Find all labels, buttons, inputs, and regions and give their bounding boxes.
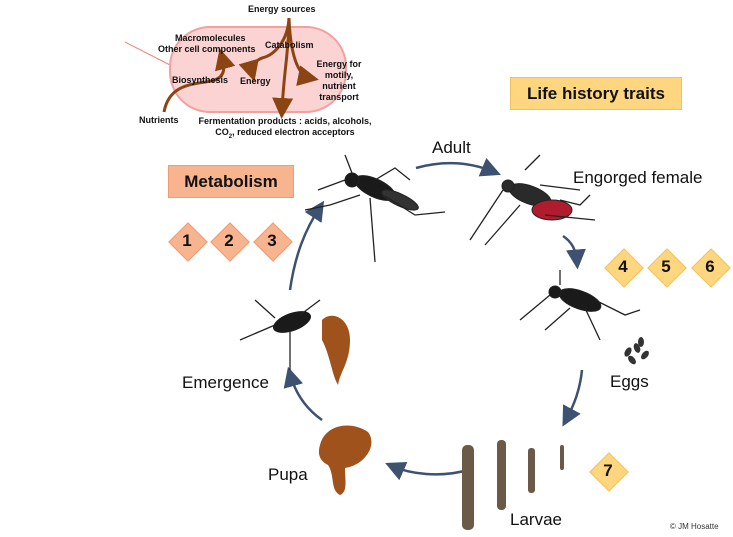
- energy-motility-line: motily,: [324, 70, 354, 80]
- pupa-label: Pupa: [268, 465, 308, 484]
- copyright-credit: © JM Hosatte: [670, 522, 719, 531]
- trait-marker-6: 6: [691, 248, 731, 288]
- ovipositing-mosquito-image: [519, 270, 641, 341]
- fermentation-line: CO2, reduced electron acceptors: [195, 127, 375, 143]
- eggs-label: Eggs: [610, 372, 649, 391]
- metabolism-marker-1: 1: [168, 222, 208, 262]
- pupa-image: [318, 425, 372, 495]
- biosynthesis-label: Biosynthesis: [172, 75, 229, 85]
- engorged-female-image: [469, 154, 596, 246]
- larvae-image: [462, 440, 564, 530]
- larvae-label: Larvae: [510, 510, 562, 529]
- adult-label: Adult: [432, 138, 471, 157]
- energy-motility-line: Energy for: [316, 59, 362, 69]
- engorged-female-label: Engorged female: [573, 168, 703, 187]
- nutrients-label: Nutrients: [139, 115, 179, 125]
- energy-motility-line: nutrient: [322, 81, 356, 91]
- energy-motility-label: Energy for motily, nutrient transport: [316, 59, 362, 103]
- metabolism-marker-2: 2: [210, 222, 250, 262]
- metabolism-marker-3: 3: [253, 222, 293, 262]
- life-history-traits-box: Life history traits: [510, 77, 682, 110]
- fermentation-rest: , reduced electron acceptors: [232, 127, 355, 137]
- energy-sources-label: Energy sources: [248, 4, 316, 14]
- fermentation-line: Fermentation products : acids, alcohols,: [198, 116, 372, 126]
- fermentation-label: Fermentation products : acids, alcohols,…: [195, 116, 375, 143]
- trait-marker-4: 4: [604, 248, 644, 288]
- energy-label: Energy: [240, 76, 271, 86]
- metabolism-arrows: [162, 17, 319, 119]
- cycle-arrows: [283, 157, 586, 481]
- metabolism-box: Metabolism: [168, 165, 294, 198]
- emergence-image: [239, 299, 350, 385]
- trait-marker-7: 7: [589, 452, 629, 492]
- pointer-line: [124, 41, 173, 67]
- emergence-label: Emergence: [182, 373, 269, 392]
- co2-text: CO: [215, 127, 229, 137]
- energy-motility-line: transport: [319, 92, 359, 102]
- co2-subscript: 2: [228, 133, 233, 140]
- catabolism-label: Catabolism: [265, 40, 314, 50]
- eggs-image: [624, 337, 649, 365]
- other-components-label: Other cell components: [158, 44, 256, 54]
- trait-marker-5: 5: [647, 248, 687, 288]
- macromolecules-label: Macromolecules: [175, 33, 246, 43]
- adult-mosquito-image: [304, 154, 446, 263]
